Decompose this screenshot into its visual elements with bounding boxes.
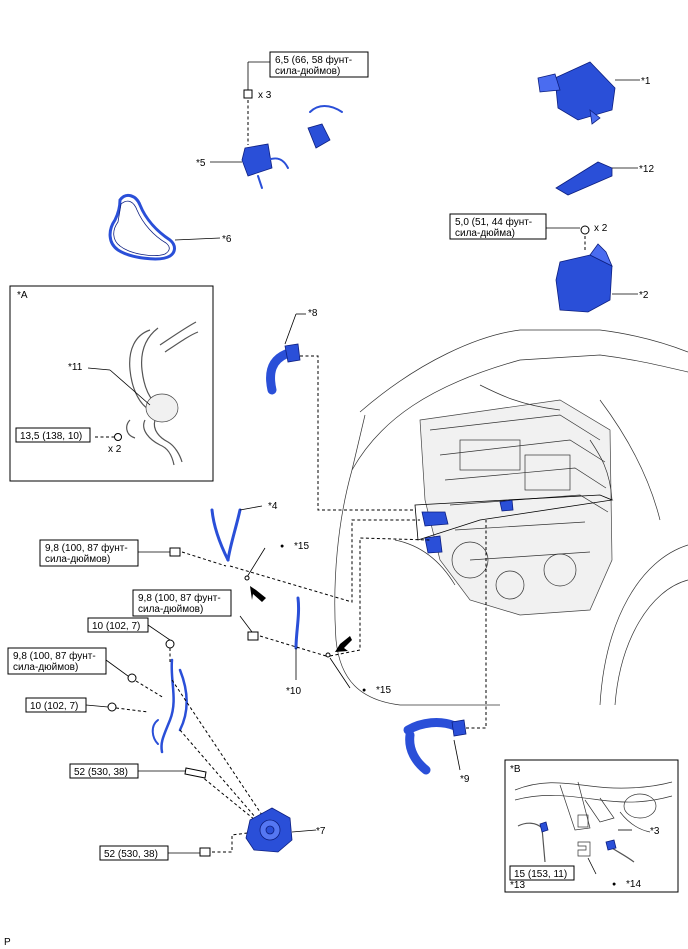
torque-spec-11: 15 (153, 11) [509,865,575,881]
callout-12: *12 [639,164,654,175]
callout-5: *5 [196,158,206,169]
torque-spec-3: 13,5 (138, 10) [15,427,91,443]
torque-spec-8: 10 (102, 7) [25,697,109,713]
callout-3: *3 [650,826,660,837]
inset-a [9,285,214,482]
vacuum-switching-valve-group [210,61,343,189]
callout-10: *10 [286,686,301,697]
torque-11: 15 (153, 11) [514,869,567,880]
torque-1-line1: 6,5 (66, 58 фунт- [275,54,352,66]
torque-4-line1: 9,8 (100, 87 фунт- [45,542,128,554]
clamp-15-top [244,547,266,602]
callout-9: *9 [460,774,470,785]
torque-spec-9: 52 (530, 38) [69,763,186,779]
alternator-group [107,639,317,857]
torque-spec-5: 9,8 (100, 87 фунт- сила-дюймов) [132,589,253,633]
callout-11: *11 [68,362,83,373]
callout-6: *6 [222,234,232,245]
callout-15-bottom: *15 [376,685,391,696]
callout-4: *4 [268,501,278,512]
water-bypass-hose-4 [169,505,420,603]
callout-labels: *1 *12 *2 *5 *6 *A *11 *8 *4 ● *15 *10 ●… [4,76,660,948]
torque-spec-7: 9,8 (100, 87 фунт- сила-дюймов) [7,647,129,677]
dot-15-top: ● [280,543,284,550]
callout-inset-b: *B [510,764,521,775]
callout-8: *8 [308,308,318,319]
drive-belt [108,193,221,261]
upper-radiator-hose [266,313,415,511]
air-cleaner-cap [537,61,640,125]
torque-spec-2: 5,0 (51, 44 фунт- сила-дюйма) [449,213,580,240]
callout-inset-a: *A [17,290,28,301]
lower-radiator-hose [403,520,487,775]
torque-2-line2: сила-дюйма) [455,228,515,239]
torque-5-line1: 9,8 (100, 87 фунт- [138,592,221,604]
torque-9: 52 (530, 38) [74,767,128,778]
callout-13: *13 [510,880,525,891]
torque-8: 10 (102, 7) [30,701,78,712]
torque-7-line1: 9,8 (100, 87 фунт- [13,650,96,662]
water-bypass-hose-10 [247,537,431,689]
dot-14: ● [612,881,616,888]
quantity-x2-top: x 2 [594,223,608,234]
torque-spec-4: 9,8 (100, 87 фунт- сила-дюймов) [39,539,170,567]
torque-10: 52 (530, 38) [104,849,158,860]
dot-15-bottom: ● [362,687,366,694]
torque-5-line2: сила-дюймов) [138,604,203,615]
torque-spec-1: 6,5 (66, 58 фунт- сила-дюймов) [269,51,369,78]
callout-15-top: *15 [294,541,309,552]
quantity-x3: x 3 [258,90,272,101]
callout-2: *2 [639,290,649,301]
torque-spec-10: 52 (530, 38) [99,845,200,861]
engine-bay-illustration [334,329,688,706]
torque-6: 10 (102, 7) [92,621,140,632]
torque-4-line2: сила-дюймов) [45,554,110,565]
torque-7-line2: сила-дюймов) [13,662,78,673]
torque-spec-6: 10 (102, 7) [87,617,171,641]
air-cleaner-case [555,225,638,313]
torque-2-line1: 5,0 (51, 44 фунт- [455,216,532,228]
callout-7: *7 [316,826,326,837]
footer-code: P [4,937,11,948]
torque-1-line2: сила-дюймов) [275,66,340,77]
callout-14: *14 [626,879,641,890]
torque-3: 13,5 (138, 10) [20,431,82,442]
callout-1: *1 [641,76,651,87]
quantity-x2-inset: x 2 [108,444,122,455]
intake-duct [555,161,638,196]
